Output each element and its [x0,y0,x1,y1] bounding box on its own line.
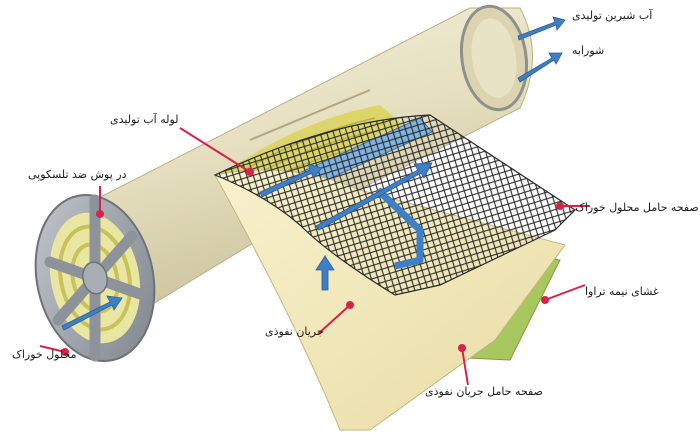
leader-dot [346,301,354,309]
leader-product-tube [179,127,251,173]
leader-feed-solution [39,345,66,353]
label-permeate-flow: جریان نفوذی [265,325,324,338]
leader-dot [61,348,69,356]
product-water-arrow-icon [517,16,566,41]
leader-permeate-flow [317,304,351,335]
flow-arrows [61,16,566,331]
leader-dot [458,344,466,352]
label-brine: شورابه [572,44,605,57]
leader-permeate-carrier [461,347,469,386]
leader-dot [556,202,564,210]
leader-dot [246,168,254,176]
label-membrane: غشای نیمه تراوا [585,285,659,298]
product-tube-arrow-icon [259,163,323,198]
leader-membrane [544,284,586,301]
label-product-tube: لوله آب تولیدی [110,113,179,126]
brine-arrow-icon [517,52,563,83]
permeate-flow-path [375,187,424,270]
feed-inlet-arrow-icon [61,295,123,331]
leader-dot [541,296,549,304]
anti-telescoping-cap [34,193,156,363]
label-product-water: آب شیرین تولیدی [572,9,653,22]
label-feed-spacer: صفحه حامل محلول خوراک [575,201,699,214]
permeate-arrow-icon [315,255,335,291]
mesh-flow-arrow-icon [315,162,433,231]
label-feed-solution: محلول خوراک [12,348,77,361]
label-anti-telescoping: در پوش ضد تلسکوپی [28,168,127,181]
leader-dot [96,210,104,218]
label-permeate-carrier: صفحه حامل جریان نفوذی [425,385,543,398]
leader-lines [39,127,590,386]
